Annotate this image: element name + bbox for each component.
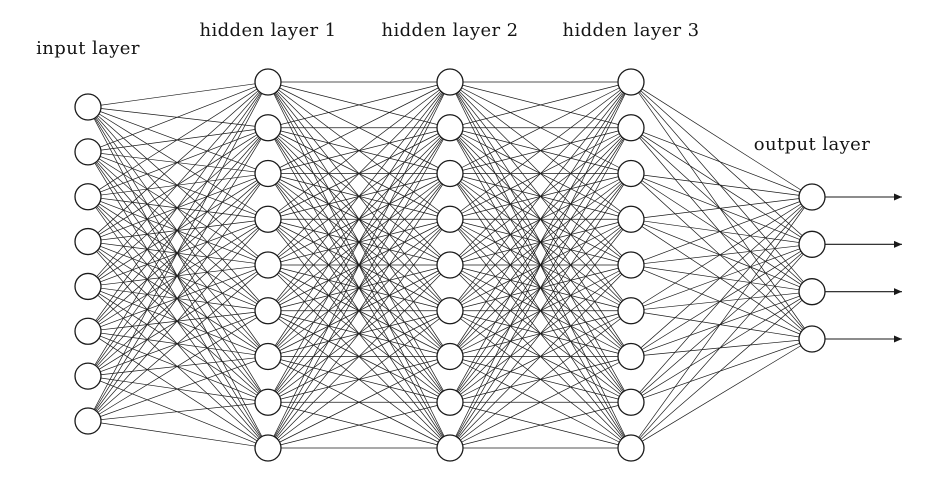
label-input-layer: input layer: [36, 38, 140, 59]
output-arrows: [825, 193, 902, 343]
label-hidden-layer-3: hidden layer 3: [562, 20, 700, 41]
label-hidden-layer-2: hidden layer 2: [381, 20, 519, 41]
label-output-layer: output layer: [753, 134, 871, 155]
label-hidden-layer-1: hidden layer 1: [199, 20, 337, 41]
neuron-nodes: [74, 68, 826, 462]
edge-lines: [87, 81, 813, 449]
